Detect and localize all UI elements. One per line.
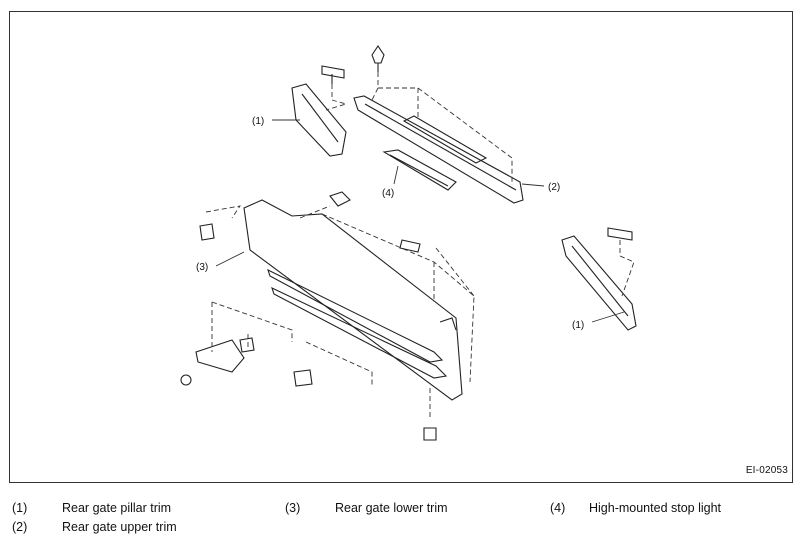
clip-lower-bottom — [423, 427, 437, 441]
clip-lower-top — [329, 191, 351, 207]
legend-number: (3) — [285, 501, 301, 515]
legend-item-2: (2) Rear gate upper trim — [12, 520, 177, 534]
legend-label: Rear gate pillar trim — [62, 501, 172, 515]
legend-number: (2) — [12, 520, 28, 534]
rear-gate-pillar-trim-right — [561, 235, 637, 331]
clip-lower-middle — [399, 239, 421, 253]
legend-number: (1) — [12, 501, 28, 515]
legend-item-1: (1) Rear gate pillar trim — [12, 501, 171, 515]
clip-right-pillar — [607, 227, 633, 241]
callout-1-right: (1) — [572, 320, 584, 331]
rear-gate-upper-trim — [353, 95, 524, 204]
leader-4 — [393, 165, 399, 185]
clip-upper-trim — [371, 45, 385, 72]
callout-3: (3) — [196, 262, 208, 273]
figure-id: EI-02053 — [745, 465, 788, 476]
clip-nut — [239, 337, 255, 353]
legend-label: Rear gate lower trim — [335, 501, 448, 515]
rear-gate-pillar-trim-left — [291, 83, 347, 157]
rear-gate-lower-trim — [243, 199, 463, 401]
legend-label: Rear gate upper trim — [62, 520, 177, 534]
clip-cover — [293, 369, 313, 387]
legend-item-4: (4) High-mounted stop light — [550, 501, 721, 515]
grip-handle — [195, 339, 245, 373]
clip-lower-left — [199, 223, 215, 241]
leader-1-right — [591, 311, 625, 323]
callout-4: (4) — [382, 188, 394, 199]
high-mounted-stop-light — [382, 149, 457, 191]
callout-1-left: (1) — [252, 116, 264, 127]
leader-3 — [215, 251, 245, 267]
callout-2: (2) — [548, 182, 560, 193]
legend-label: High-mounted stop light — [589, 501, 722, 515]
leader-2 — [521, 183, 545, 187]
clip-left-pillar — [321, 65, 345, 84]
legend-item-3: (3) Rear gate lower trim — [285, 501, 448, 515]
handle-screw — [180, 374, 192, 386]
diagram-frame — [9, 11, 793, 483]
legend-number: (4) — [550, 501, 566, 515]
